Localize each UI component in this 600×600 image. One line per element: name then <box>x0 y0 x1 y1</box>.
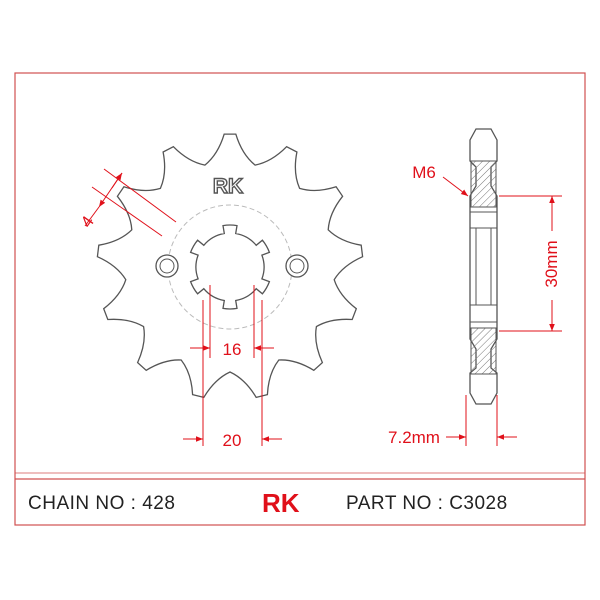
height-dimension <box>499 195 562 332</box>
pitch-dimension-label: 4 <box>77 213 98 232</box>
thread-label: M6 <box>412 163 436 182</box>
pitch-dimension <box>84 168 177 237</box>
chain-number: CHAIN NO : 428 <box>28 493 175 514</box>
spline-inner-label: 16 <box>223 340 242 359</box>
hatch-bottom <box>470 327 497 375</box>
right-bolt-hole <box>285 254 309 278</box>
width-label: 7.2mm <box>388 428 440 447</box>
thread-leader <box>442 176 469 197</box>
brand-logo: RK <box>262 488 300 518</box>
right-bolt-hole-inner <box>289 258 305 274</box>
left-bolt-hole-inner <box>159 258 175 274</box>
left-bolt-hole <box>155 254 179 278</box>
spline-outer-label: 20 <box>223 431 242 450</box>
sprocket-side-view <box>469 128 498 405</box>
hatch-top <box>470 160 497 208</box>
spline-outer-dimension <box>183 300 282 446</box>
spline-inner-dimension <box>190 285 274 358</box>
height-label: 30mm <box>542 240 561 287</box>
part-number: PART NO : C3028 <box>346 493 508 514</box>
rk-logo: RK <box>213 175 243 198</box>
width-dimension <box>446 395 517 446</box>
drawing-frame <box>14 72 586 526</box>
